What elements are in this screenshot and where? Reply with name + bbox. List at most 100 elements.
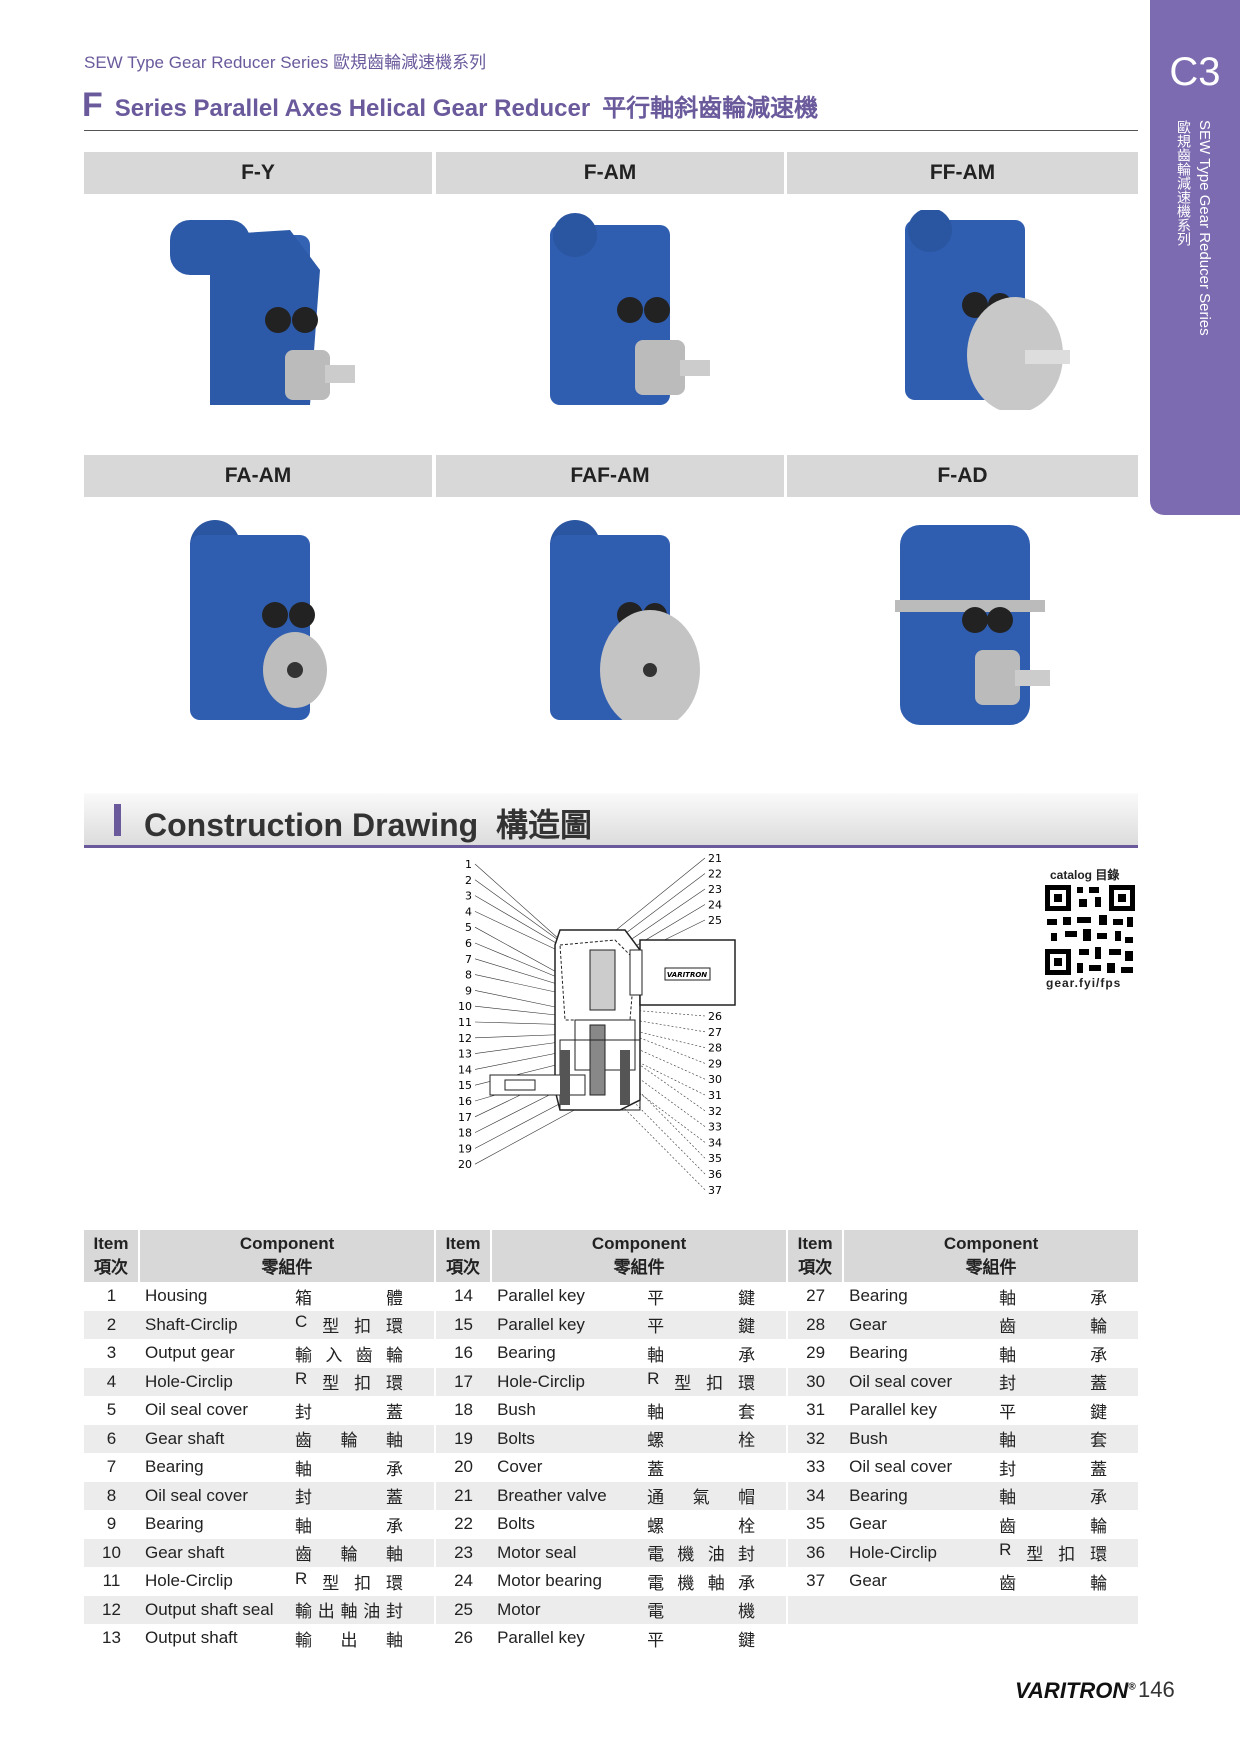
qr-caption: catalog 目錄	[1050, 868, 1120, 882]
callout-line	[617, 873, 706, 940]
component-name: Bearing	[849, 1286, 908, 1306]
qr-url[interactable]: gear.fyi/fps	[1046, 976, 1122, 990]
component-name: Output shaft seal	[139, 1595, 295, 1624]
item-number: 2	[84, 1310, 139, 1339]
component-chinese: 箱體	[295, 1288, 403, 1308]
component-name: Hole-Circlip	[145, 1571, 233, 1591]
component-name: Hole-Circlip	[491, 1367, 648, 1396]
product-label: F-Y	[84, 152, 432, 194]
component-name: Bearing	[497, 1343, 556, 1363]
side-tab-english: SEW Type Gear Reducer Series	[1196, 120, 1213, 336]
item-number: 24	[434, 1567, 492, 1596]
qr-code-icon[interactable]	[1043, 883, 1137, 977]
callout-line	[629, 1033, 706, 1064]
callout-number: 36	[708, 1168, 722, 1181]
component-name: Parallel key	[497, 1628, 585, 1648]
callout-number: 32	[708, 1105, 722, 1118]
item-number: 37	[786, 1567, 844, 1596]
page-title: F Series Parallel Axes Helical Gear Redu…	[82, 86, 818, 125]
callout-number: 28	[708, 1042, 722, 1055]
component-name: Bush	[843, 1424, 1000, 1453]
callout-line	[474, 879, 571, 949]
item-number: 11	[102, 1571, 121, 1591]
callout-line	[474, 1050, 571, 1070]
side-tab-chinese: 歐規齒輪減速機系列	[1176, 120, 1192, 246]
component-name: Shaft-Circlip	[139, 1310, 295, 1339]
item-number: 18	[434, 1396, 492, 1425]
callout-number: 15	[458, 1079, 472, 1092]
gear-reducer-image-f-y	[170, 220, 355, 405]
callout-number: 1	[465, 858, 472, 871]
item-number: 9	[106, 1514, 117, 1534]
title-letter: F	[82, 86, 103, 124]
item-number: 14	[434, 1282, 492, 1311]
item-number	[786, 1624, 844, 1653]
component-name	[843, 1624, 999, 1653]
gear-reducer-image-ff-am	[905, 210, 1070, 410]
component-chinese: 齒輪	[999, 1310, 1138, 1339]
component-chinese: 封蓋	[295, 1402, 403, 1422]
component-chinese: 齒輪軸	[295, 1424, 436, 1453]
page-number: 146	[1138, 1677, 1175, 1702]
component-chinese: 齒輪軸	[295, 1538, 436, 1567]
callout-number: 4	[465, 905, 472, 918]
component-chinese: 平鍵	[999, 1402, 1108, 1422]
callout-line	[629, 1057, 706, 1112]
component-name: Oil seal cover	[145, 1400, 248, 1420]
component-chinese: 輸出軸油封	[295, 1595, 436, 1624]
item-number: 33	[786, 1453, 844, 1482]
component-chinese: 螺栓	[647, 1424, 788, 1453]
component-chinese: 軸承	[295, 1516, 403, 1536]
component-name: Oil seal cover	[843, 1367, 1000, 1396]
component-chinese: 軸承	[295, 1459, 403, 1479]
callout-number: 12	[458, 1032, 472, 1045]
component-chinese	[999, 1595, 1138, 1624]
callout-number: 25	[708, 914, 722, 927]
callout-number: 5	[465, 921, 472, 934]
component-name: Parallel key	[849, 1400, 937, 1420]
item-number: 22	[434, 1510, 492, 1539]
component-chinese: 電機油封	[647, 1538, 788, 1567]
callout-number: 6	[465, 937, 472, 950]
callout-number: 10	[458, 1000, 472, 1013]
component-name: Motor bearing	[497, 1571, 602, 1591]
item-number: 31	[786, 1396, 844, 1425]
chapter-side-tab[interactable]	[1150, 0, 1240, 515]
callout-number: 29	[708, 1057, 722, 1070]
callout-number: 22	[708, 868, 722, 881]
component-name: Bearing	[145, 1457, 204, 1477]
callout-number: 16	[458, 1095, 472, 1108]
callout-number: 21	[708, 852, 722, 865]
item-number: 4	[84, 1367, 139, 1396]
item-number: 10	[84, 1538, 139, 1567]
callout-line	[474, 1041, 561, 1054]
item-number: 25	[434, 1595, 492, 1624]
callout-number: 35	[708, 1152, 722, 1165]
callout-line	[621, 1041, 706, 1080]
component-name: Parallel key	[497, 1286, 585, 1306]
callout-line	[613, 1073, 706, 1143]
item-number: 26	[434, 1624, 492, 1653]
callout-number: 24	[708, 899, 722, 912]
component-chinese: 軸套	[999, 1424, 1138, 1453]
component-chinese: 齒輪	[999, 1573, 1108, 1593]
component-name: Breather valve	[491, 1481, 648, 1510]
product-label: FF-AM	[787, 152, 1138, 194]
component-chinese: 封蓋	[999, 1367, 1138, 1396]
